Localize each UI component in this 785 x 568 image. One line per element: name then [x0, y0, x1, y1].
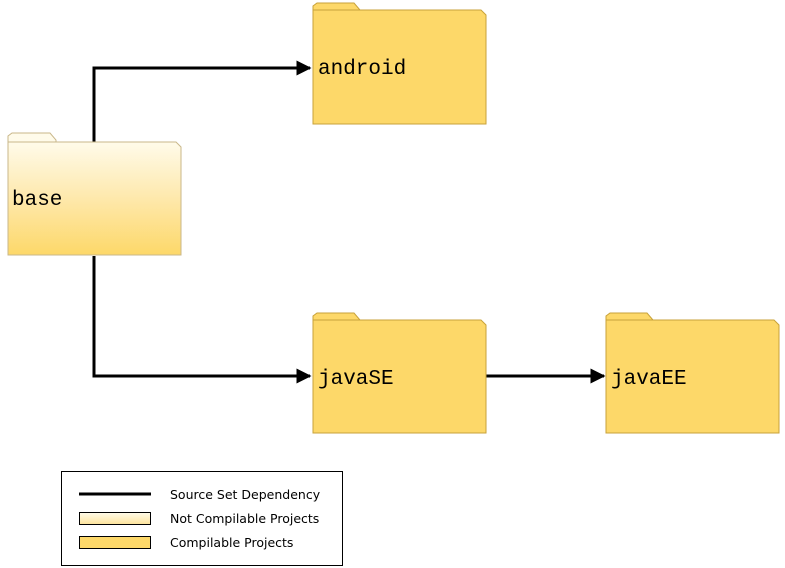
folder-android-tab [312, 2, 362, 11]
folder-base-tab [7, 132, 57, 143]
folder-base-label: base [12, 189, 62, 212]
folder-android-body [312, 9, 487, 125]
legend-compilable-swatch [79, 536, 151, 549]
folder-base-body [7, 141, 182, 256]
folder-android[interactable]: android [312, 2, 487, 125]
folder-android-label: android [318, 58, 406, 81]
edge-base-to-android [92, 60, 312, 142]
folder-javase-body [312, 319, 487, 434]
folder-base[interactable]: base [7, 132, 182, 256]
legend-not-compilable-swatch [79, 512, 151, 525]
folder-javaee-tab [605, 312, 655, 321]
legend-dependency-label: Source Set Dependency [170, 487, 321, 502]
folder-javaee[interactable]: javaEE [605, 312, 780, 434]
legend: Source Set Dependency Not Compilable Pro… [61, 471, 343, 566]
edges [92, 60, 606, 384]
legend-compilable-label: Compilable Projects [170, 535, 293, 550]
edge-base-to-javase [92, 256, 312, 384]
legend-not-compilable-label: Not Compilable Projects [170, 511, 319, 526]
folder-javaee-body [605, 319, 780, 434]
folder-javase[interactable]: javaSE [312, 312, 487, 434]
folder-javaee-label: javaEE [611, 368, 687, 391]
folder-javase-label: javaSE [318, 368, 394, 391]
legend-border [61, 471, 343, 566]
folder-javase-tab [312, 312, 362, 321]
